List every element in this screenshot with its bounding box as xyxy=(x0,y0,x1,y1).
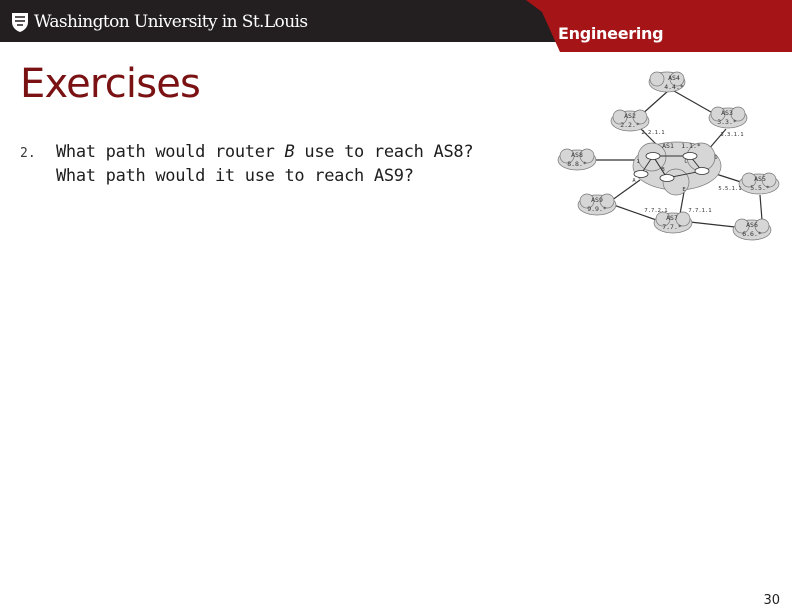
link-label: 5.5.1.1 xyxy=(718,186,741,192)
link-label: 7.7.1.1 xyxy=(688,208,711,214)
as-name-label: AS7 xyxy=(666,214,678,222)
as-name-label: AS5 xyxy=(754,175,766,183)
as-name-label: AS8 xyxy=(571,151,583,159)
link-as1-as7 xyxy=(679,191,685,215)
link-label: 7.7.2.1 xyxy=(644,208,667,214)
as1-cloud xyxy=(632,141,722,196)
router-mark: B xyxy=(661,167,665,173)
question-line-2: What path would it use to reach AS9? xyxy=(56,166,414,186)
question-line-1: What path would router B use to reach AS… xyxy=(56,142,474,162)
as7-cloud xyxy=(653,211,693,234)
router-icon xyxy=(682,152,698,160)
as-prefix-label: 4.4.* xyxy=(664,83,684,91)
as-name-label: AS2 xyxy=(624,112,636,120)
engineering-tab: Engineering xyxy=(526,0,792,52)
university-logo: Washington University in St.Louis xyxy=(10,9,308,35)
as-prefix-label: 8.8.* xyxy=(567,160,587,168)
as6-cloud xyxy=(732,218,772,241)
as-name-label: AS3 xyxy=(721,109,733,117)
as-prefix-label: 6.6.* xyxy=(742,230,762,238)
page-number: 30 xyxy=(763,593,780,608)
as-prefix-label: 2.2.* xyxy=(620,121,640,129)
school-label: Engineering xyxy=(558,24,664,43)
router-icon xyxy=(645,152,661,160)
link-labels: 2.2.1.1 3.3.1.1 5.5.1.1 7.7.2.1 7.7.1.1 xyxy=(641,130,743,214)
as2-cloud xyxy=(610,109,650,132)
as-prefix-label: 1.1.* xyxy=(681,142,701,150)
as-topology-diagram: 1 C D B A E AS4 4.4.* AS2 2.2.* AS3 3.3.… xyxy=(557,71,780,241)
router-mark: E xyxy=(682,187,685,193)
as-name-label: AS9 xyxy=(591,196,603,204)
as8-cloud xyxy=(557,148,597,171)
link-as9-as7 xyxy=(607,202,663,223)
as-name-label: AS4 xyxy=(668,74,680,82)
router-mark: 1 xyxy=(636,159,639,165)
as-prefix-label: 9.9.* xyxy=(587,205,607,213)
link-as4-as3 xyxy=(673,90,719,117)
as3-cloud xyxy=(708,106,748,129)
item-number: 2. xyxy=(20,146,36,161)
as-prefix-label: 7.7.* xyxy=(662,223,682,231)
as-prefix-label: 3.3.* xyxy=(717,118,737,126)
link-as5-as6 xyxy=(759,194,763,221)
link-as3-as1 xyxy=(707,128,727,151)
as9-cloud xyxy=(577,193,617,216)
as-prefix-label: 5.5.* xyxy=(750,184,770,192)
as-name-label: AS6 xyxy=(746,221,758,229)
item-text: What path would router B use to reach AS… xyxy=(56,140,474,188)
as-name-label: AS1 xyxy=(662,142,674,150)
as5-cloud xyxy=(738,172,780,195)
router-icon xyxy=(659,174,675,182)
router-marks: 1 C D B A E xyxy=(632,155,717,193)
university-name: Washington University in St.Louis xyxy=(34,12,308,32)
router-mark: D xyxy=(714,155,717,161)
university-seal-icon xyxy=(12,13,28,32)
router-mark: C xyxy=(684,159,687,165)
slide-title: Exercises xyxy=(20,61,201,107)
router-icon xyxy=(694,167,710,175)
link-label: 2.2.1.1 xyxy=(641,130,664,136)
router-name: B xyxy=(284,142,295,162)
link-label: 3.3.1.1 xyxy=(720,132,743,138)
router-mark: A xyxy=(632,178,636,184)
as4-cloud xyxy=(648,71,686,93)
router-icon xyxy=(633,170,649,178)
